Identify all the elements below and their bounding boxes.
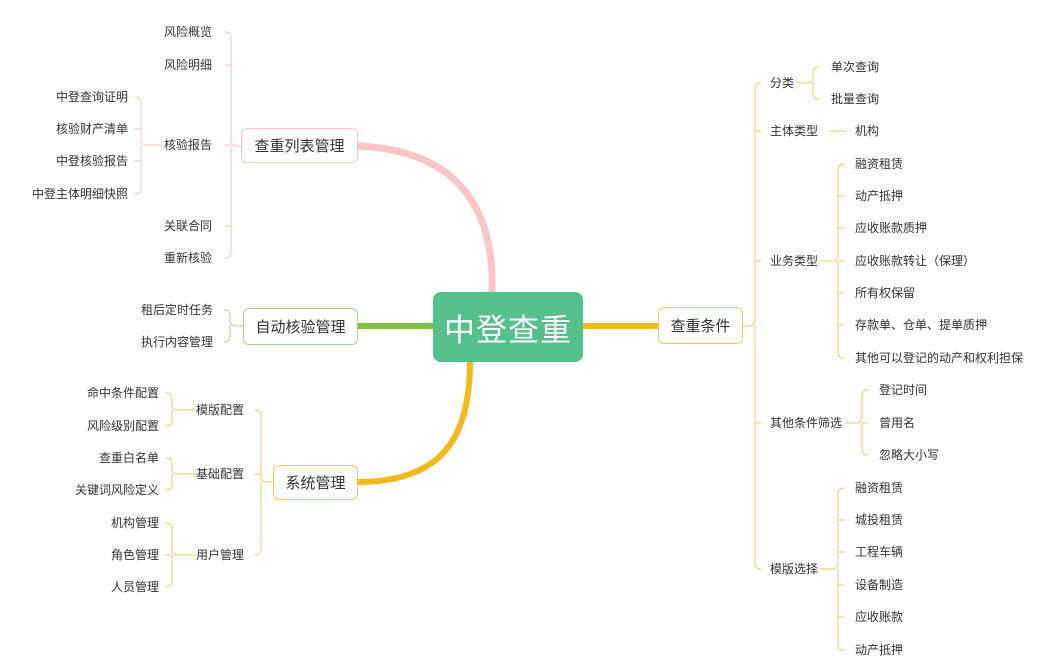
node-other-filter[interactable]: 其他条件筛选 [770, 416, 843, 430]
bracket-tpl-upper [165, 392, 179, 411]
node-business-type[interactable]: 业务类型 [770, 254, 819, 268]
node-sys-leaf[interactable]: 角色管理 [110, 548, 159, 562]
bracket-category-lower [812, 82, 820, 100]
node-user-mgmt[interactable]: 用户管理 [195, 548, 244, 562]
node-related-contract[interactable]: 关联合同 [163, 219, 212, 233]
node-template-config[interactable]: 模版配置 [195, 403, 244, 417]
node-cond-leaf[interactable]: 曾用名 [879, 416, 916, 430]
bracket-other-upper [855, 389, 869, 424]
bracket-template-lower [837, 568, 845, 651]
node-cond-leaf[interactable]: 融资租赁 [855, 481, 904, 495]
node-sys-leaf[interactable]: 命中条件配置 [86, 386, 159, 400]
bracket-tpl-lower [165, 409, 173, 427]
node-cond-leaf[interactable]: 所有权保留 [855, 286, 916, 300]
root-node[interactable]: 中登查重 [433, 292, 583, 362]
bracket-cond-upper [748, 82, 762, 327]
bracket-category-upper [806, 66, 820, 84]
bracket-report-lower [134, 144, 142, 195]
node-cond-leaf[interactable]: 其他可以登记的动产和权利担保 [855, 351, 1024, 365]
node-sys-mgmt[interactable]: 系统管理 [273, 465, 358, 500]
node-cond-leaf[interactable]: 忽略大小写 [879, 448, 940, 462]
node-sys-leaf[interactable]: 机构管理 [110, 516, 159, 530]
bracket-basic-lower [165, 473, 173, 491]
bracket-user-upper [165, 522, 179, 556]
node-cond-leaf[interactable]: 工程车辆 [855, 545, 904, 559]
bracket-sys-lower [254, 481, 262, 556]
node-category[interactable]: 分类 [770, 76, 795, 90]
node-sys-leaf[interactable]: 人员管理 [110, 580, 159, 594]
node-risk-detail[interactable]: 风险明细 [163, 58, 212, 72]
node-risk-overview[interactable]: 风险概览 [163, 25, 212, 39]
node-sys-leaf[interactable]: 风险级别配置 [86, 419, 159, 433]
node-sys-leaf[interactable]: 关键词风险定义 [74, 483, 159, 497]
node-report-item[interactable]: 核验财产清单 [55, 122, 128, 136]
node-template-select[interactable]: 模版选择 [770, 562, 819, 576]
node-cond-leaf[interactable]: 设备制造 [855, 578, 904, 592]
node-cond-leaf[interactable]: 应收账款质押 [855, 221, 928, 235]
node-report-item[interactable]: 中登核验报告 [55, 154, 128, 168]
link-root-sys [355, 359, 473, 485]
bracket-auto-upper [223, 309, 237, 327]
bracket-sys-upper [254, 409, 268, 483]
node-cond-leaf[interactable]: 批量查询 [831, 92, 880, 106]
node-cond-leaf[interactable]: 机构 [855, 124, 880, 138]
bracket-list-lower [224, 145, 232, 259]
node-conditions[interactable]: 查重条件 [658, 307, 743, 344]
node-sys-leaf[interactable]: 查重白名单 [98, 451, 159, 465]
node-report-item[interactable]: 中登查询证明 [55, 90, 128, 104]
node-cond-leaf[interactable]: 登记时间 [879, 383, 928, 397]
bracket-template-upper [831, 487, 845, 570]
node-cond-leaf[interactable]: 融资租赁 [855, 157, 904, 171]
bracket-cond-lower [754, 325, 762, 570]
node-cond-leaf[interactable]: 应收账款转让（保理） [855, 254, 976, 268]
bracket-report-upper [134, 96, 148, 146]
bracket-other-lower [861, 422, 869, 456]
node-cond-leaf[interactable]: 应收账款 [855, 610, 904, 624]
node-cond-leaf[interactable]: 单次查询 [831, 60, 880, 74]
node-basic-config[interactable]: 基础配置 [195, 467, 244, 481]
bracket-business-upper [831, 163, 845, 262]
bracket-business-lower [837, 260, 845, 359]
node-cond-leaf[interactable]: 城投租赁 [855, 513, 904, 527]
link-root-list [354, 142, 496, 296]
node-verify-report[interactable]: 核验报告 [163, 138, 212, 152]
node-cond-leaf[interactable]: 存款单、仓单、提单质押 [855, 318, 988, 332]
bracket-basic-upper [165, 457, 179, 475]
bracket-list-upper [224, 31, 238, 147]
bracket-user-lower [165, 554, 173, 588]
node-auto-item[interactable]: 执行内容管理 [140, 335, 213, 349]
bracket-auto-lower [223, 325, 231, 343]
node-auto-item[interactable]: 租后定时任务 [140, 303, 213, 317]
node-report-item[interactable]: 中登主体明细快照 [31, 187, 128, 201]
node-cond-leaf[interactable]: 动产抵押 [855, 189, 904, 203]
node-recheck[interactable]: 重新核验 [163, 251, 212, 265]
node-cond-leaf[interactable]: 动产抵押 [855, 643, 904, 657]
node-subject-type[interactable]: 主体类型 [770, 124, 819, 138]
node-auto-mgmt[interactable]: 自动核验管理 [243, 308, 358, 345]
node-list-mgmt[interactable]: 查重列表管理 [241, 128, 358, 163]
